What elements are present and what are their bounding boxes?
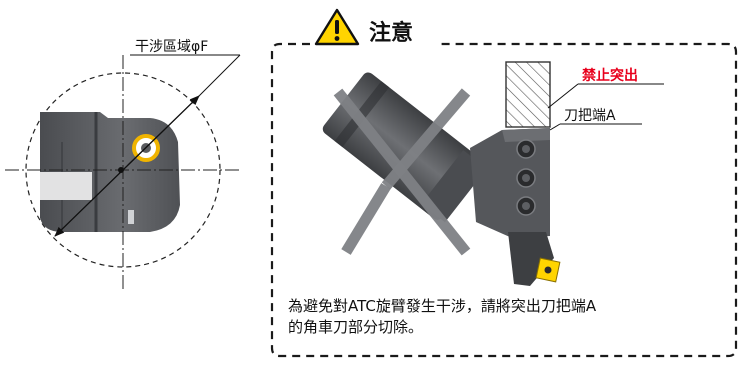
tool-white-gap	[30, 172, 92, 200]
atc-tool-illustration	[322, 61, 664, 286]
left-tool-diagram	[5, 54, 241, 290]
caution-note-line-1: 為避免對ATC旋臂發生干涉，請將突出刀把端A	[288, 297, 597, 315]
caution-note-line-2: 的角車刀部分切除。	[288, 318, 424, 336]
interference-zone-label: 干涉區域φF	[135, 39, 209, 55]
caution-note: 為避免對ATC旋臂發生干涉，請將突出刀把端A 的角車刀部分切除。	[288, 296, 738, 338]
holder-end-a-label: 刀把端A	[564, 108, 616, 124]
prohibited-zone	[505, 61, 551, 128]
warning-icon	[314, 8, 360, 46]
prohibited-protrusion-label: 禁止突出	[582, 68, 638, 84]
caution-title: 注意	[369, 21, 414, 46]
tool-holder-block	[470, 128, 550, 238]
tool-shank	[508, 232, 554, 286]
interference-leader	[198, 54, 241, 97]
caution-box	[270, 8, 738, 358]
holder-end-leader	[549, 123, 561, 131]
prohibited-leader	[547, 83, 579, 109]
caution-dashed-border	[270, 42, 738, 358]
cross-line-2	[381, 88, 471, 190]
